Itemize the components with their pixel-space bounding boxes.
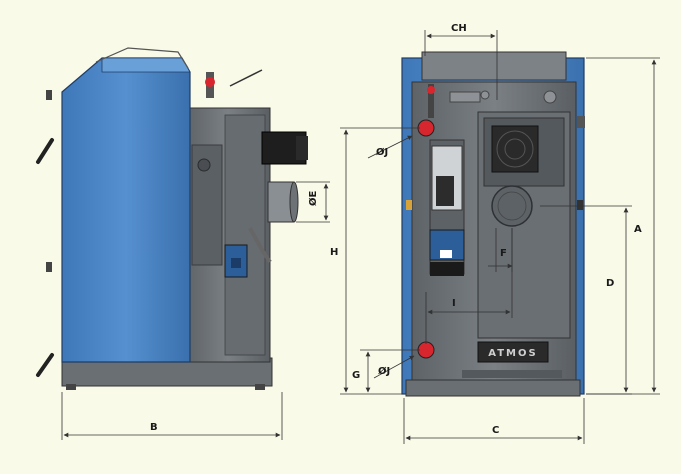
dim-c: C xyxy=(403,398,585,444)
dim-g: G xyxy=(352,349,420,393)
dim-j-bottom: ØJ xyxy=(373,355,415,379)
dim-label-i: I xyxy=(452,298,456,309)
side-view xyxy=(36,47,308,390)
dim-label-b: B xyxy=(150,422,158,433)
dim-label-h: H xyxy=(330,247,338,258)
dim-ch: CH xyxy=(424,23,498,100)
dim-i: I xyxy=(425,228,513,344)
dim-label-j-bottom: ØJ xyxy=(378,365,390,377)
dim-label-a: A xyxy=(634,224,642,235)
side-door-handle-top xyxy=(36,138,54,164)
front-fan-grille xyxy=(491,125,539,173)
dim-label-g: G xyxy=(352,370,360,381)
side-door-handle-bottom xyxy=(36,353,54,377)
brand-plate-text: ATMOS xyxy=(488,348,537,359)
dim-j-top: ØJ xyxy=(367,135,413,159)
dim-label-d: D xyxy=(606,278,614,289)
connector-j-top xyxy=(417,119,435,137)
dim-b: B xyxy=(61,392,283,440)
dim-label-ch: CH xyxy=(451,23,467,34)
dim-e: ØE xyxy=(296,181,330,223)
side-base xyxy=(61,357,273,387)
dim-a: A xyxy=(586,57,660,395)
dim-label-e: ØE xyxy=(307,190,319,206)
dim-label-c: C xyxy=(492,425,499,436)
brand-plate xyxy=(477,341,549,363)
dim-label-f: F xyxy=(500,248,507,259)
side-blue-cover xyxy=(61,57,191,363)
front-view: ATMOS xyxy=(401,51,585,397)
dim-d: D xyxy=(540,205,632,395)
connector-j-bottom xyxy=(417,341,435,359)
dim-label-j-top: ØJ xyxy=(376,146,388,158)
dim-h: H xyxy=(330,127,420,395)
